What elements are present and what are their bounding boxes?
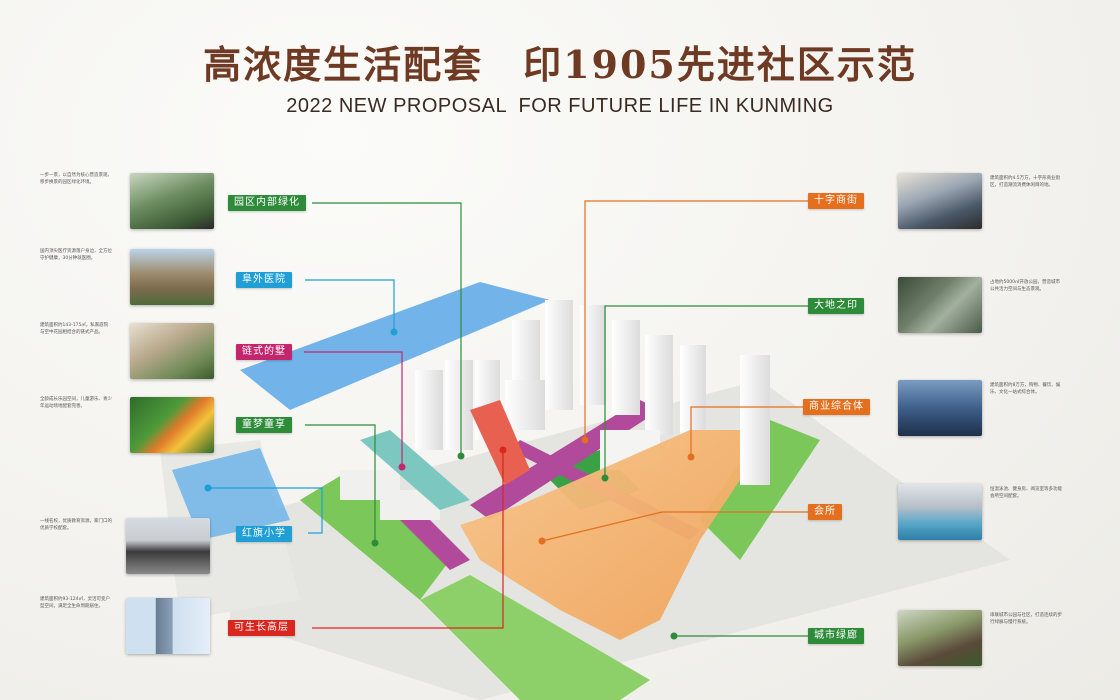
south-green-belt [420, 575, 650, 700]
tag-label: 园区内部绿化 [228, 195, 306, 211]
tag-label: 链式的墅 [236, 344, 292, 360]
marker-hospital [390, 328, 398, 336]
tag-label: 会所 [808, 504, 842, 520]
leader-line-school [208, 487, 323, 534]
villa-photo [130, 323, 214, 379]
tower-photo [126, 598, 210, 654]
tag-label: 商业综合体 [803, 399, 870, 415]
tag-label: 大地之印 [808, 298, 864, 314]
leader-line-hospital [305, 279, 395, 330]
tag-label: 可生长高层 [228, 620, 295, 636]
marker-street [581, 436, 589, 444]
marker-playground [371, 539, 379, 547]
callout-description: 全龄成长乐园空间，儿童游乐、青少年运动场地配套完善。 [40, 397, 112, 409]
leader-line-street [584, 200, 808, 440]
callout-description: 建筑面积约93-124㎡，灵活可变户型空间，满足全生命周期居住。 [40, 597, 110, 609]
school-photo [126, 518, 210, 574]
callout-description: 国内顶尖医疗资源落户身边，全方位守护健康，30分钟就医圈。 [40, 249, 112, 261]
greenway-photo [898, 610, 982, 666]
callout-description: 建筑面积约8万方，购物、餐饮、娱乐、文化一站式综合体。 [990, 383, 1061, 395]
leader-line-mall [690, 406, 803, 457]
tag-label: 童梦童享 [236, 417, 292, 433]
leader-line-landmark [604, 305, 808, 478]
tag-label: 城市绿廊 [808, 628, 864, 644]
leader-line-tower [312, 450, 504, 629]
hospital-photo [130, 249, 214, 305]
callout-description: 一步一景，以自然为核心营造景观，移步换景的园区绿化环境。 [40, 173, 112, 185]
leader-line-playground [305, 424, 376, 543]
callout-description: 占地约5000㎡开放公园，营造城市公共活力空间与生态景观。 [990, 280, 1060, 292]
east-green-belt [700, 420, 820, 560]
lake-water [172, 448, 290, 540]
callout-description: 建筑面积约4.5万方，十字形商业街区，打造潮流消费休闲目的地。 [990, 176, 1061, 188]
tag-label: 红旗小学 [236, 526, 292, 542]
callout-description: 恒温泳池、健身房、阅览室等多功能会所空间配套。 [990, 487, 1062, 499]
aerial-photo [898, 277, 982, 333]
garden-photo [130, 173, 214, 229]
callout-description: 建筑面积约143-175㎡，私家庭院与空中花园相结合的链式产品。 [40, 323, 109, 335]
playground-photo [130, 397, 214, 453]
tag-label: 十字商街 [808, 193, 864, 209]
river-water [240, 282, 550, 410]
marker-clubhouse [538, 537, 546, 545]
marker-school [204, 484, 212, 492]
commercial-complex [460, 430, 740, 640]
street-photo [898, 173, 982, 229]
page-title: 高浓度生活配套 印1905先进社区示范 [203, 42, 917, 87]
marker-tower [499, 446, 507, 454]
callout-description: 串联城市公园与社区，打造连续的步行绿廊与慢行系统。 [990, 613, 1062, 625]
marker-greenway [670, 632, 678, 640]
leader-line-clubhouse [541, 511, 808, 542]
marker-mall [687, 453, 695, 461]
red-highrise [470, 400, 530, 485]
page-subtitle: 2022 NEW PROPOSAL FOR FUTURE LIFE IN KUN… [286, 95, 834, 117]
marker-villa [398, 463, 406, 471]
villa-strip [360, 430, 470, 510]
marker-landmark [601, 474, 609, 482]
leader-line-garden [312, 202, 462, 456]
clubhouse-photo [898, 484, 982, 540]
marker-garden [457, 452, 465, 460]
mall-photo [898, 380, 982, 436]
callout-description: 一线名校，优质教育资源，家门口的优质学校配套。 [40, 519, 112, 531]
tag-label: 阜外医院 [236, 272, 292, 288]
leader-line-villa [304, 351, 403, 467]
